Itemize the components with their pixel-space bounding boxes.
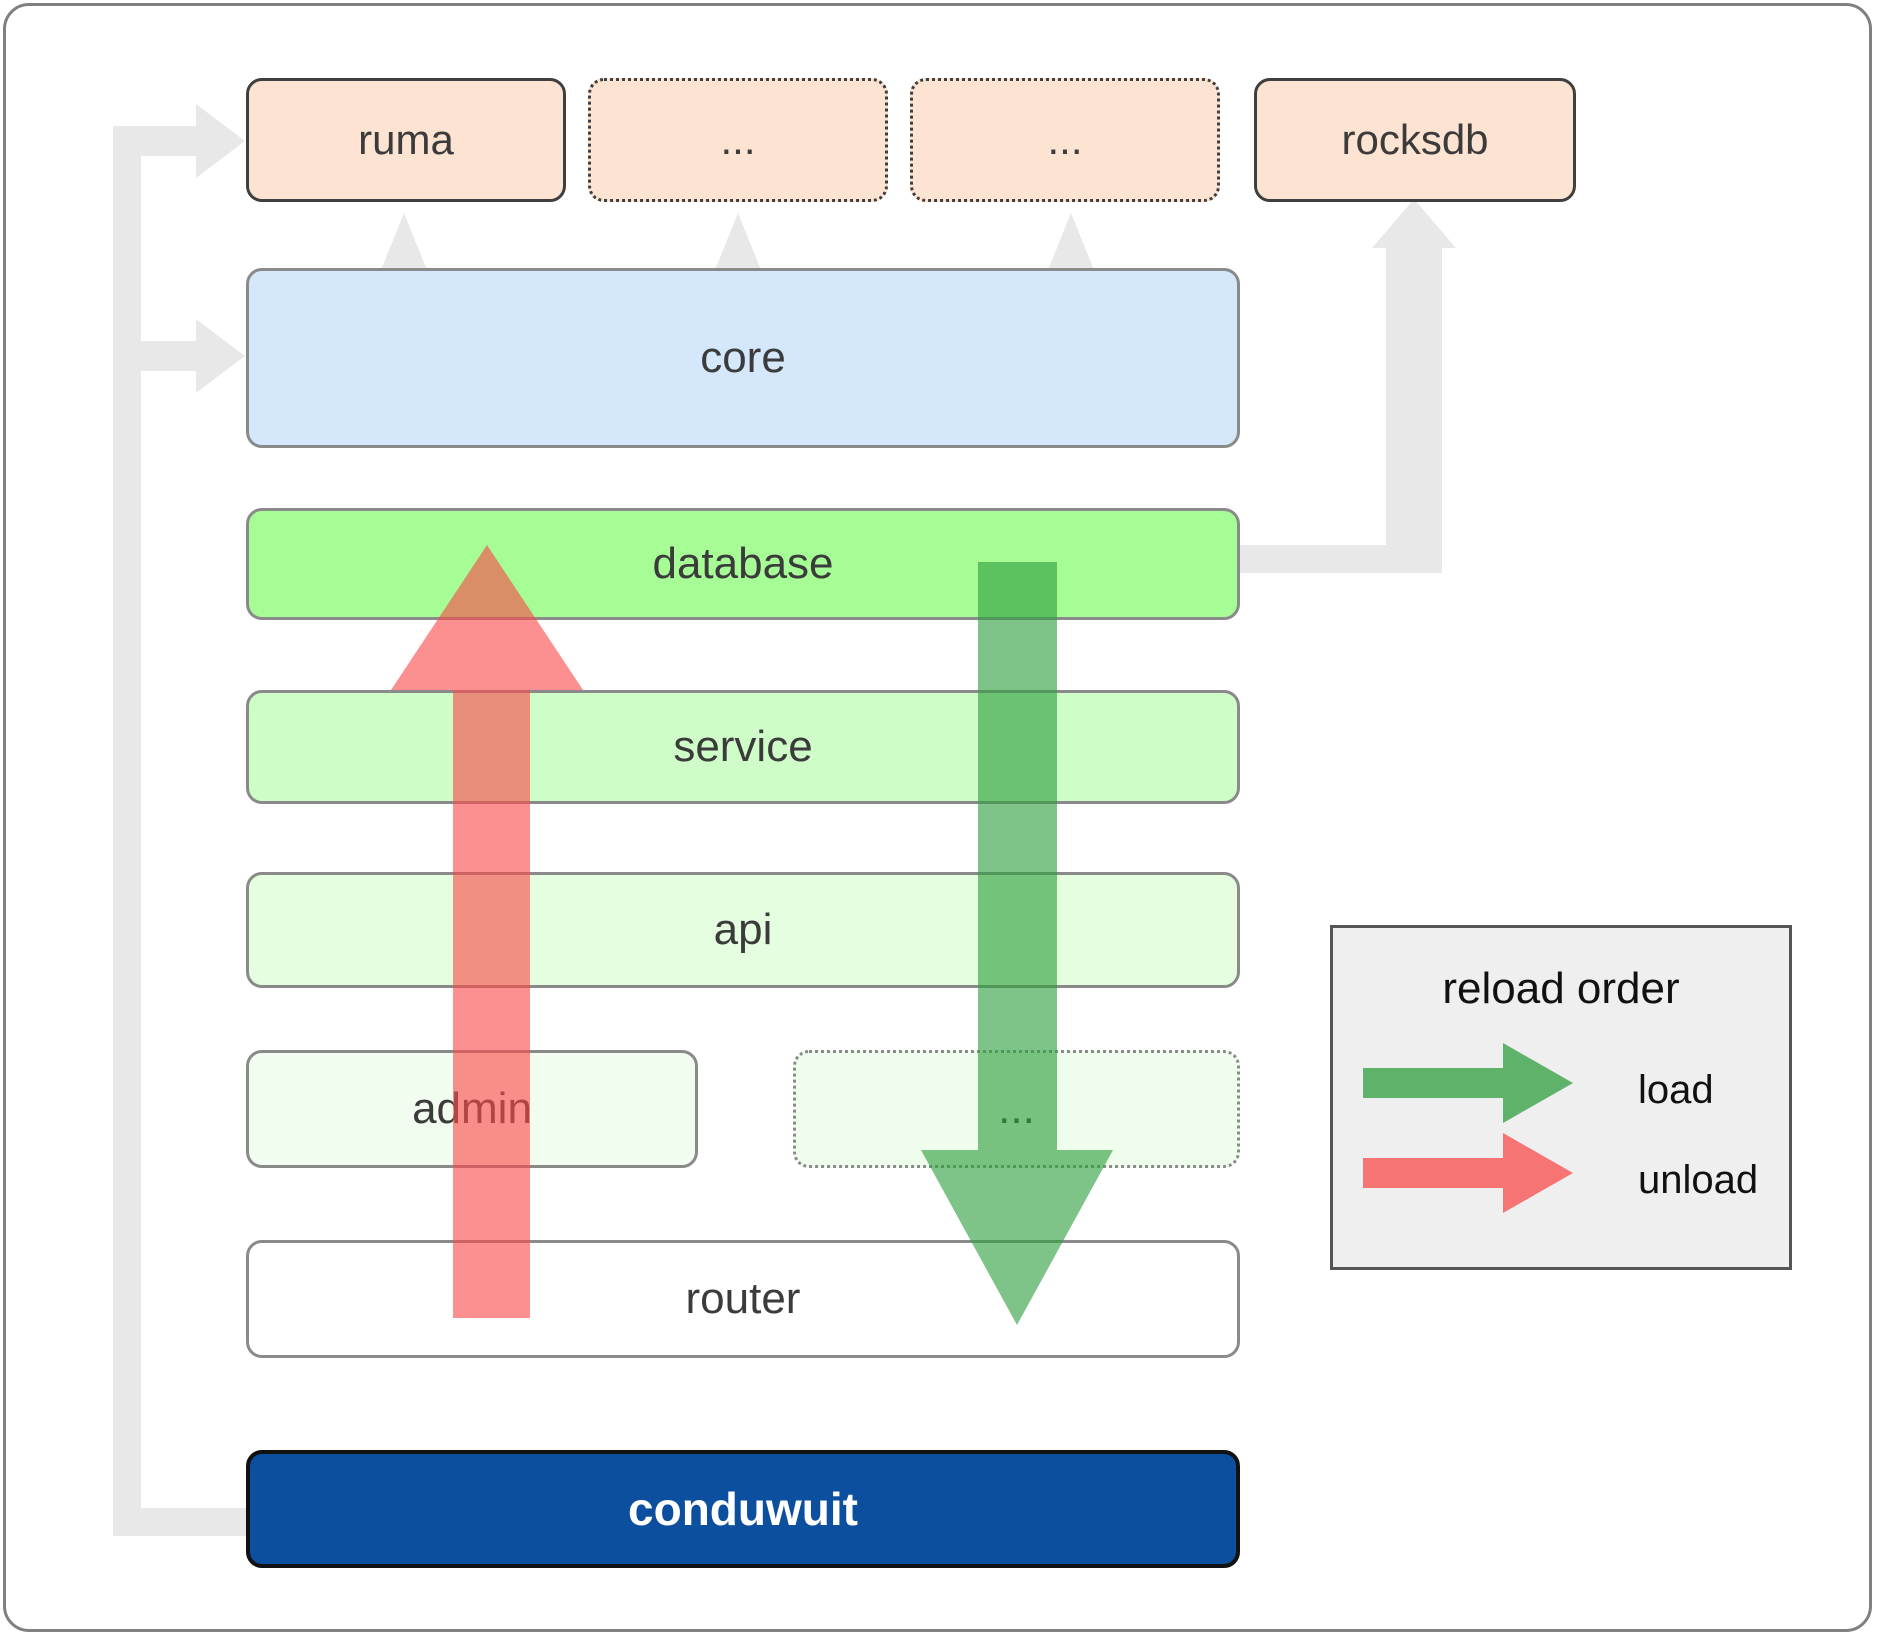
diagram-frame xyxy=(3,3,1872,1632)
legend-panel: reload order load unload xyxy=(1330,925,1792,1270)
dependency-box-ruma[interactable]: ruma xyxy=(246,78,566,202)
root-box-conduwuit[interactable]: conduwuit xyxy=(246,1450,1240,1568)
layer-box-ellipsis[interactable]: ... xyxy=(793,1050,1240,1168)
dependency-label: ... xyxy=(720,116,756,163)
root-label: conduwuit xyxy=(628,1483,858,1535)
layer-label: ... xyxy=(998,1084,1035,1133)
legend-label-load: load xyxy=(1638,1068,1714,1112)
legend-load-arrow-icon xyxy=(1363,1043,1573,1123)
layer-box-database[interactable]: database xyxy=(246,508,1240,620)
layer-label: core xyxy=(700,333,786,382)
layer-label: api xyxy=(713,905,773,954)
dependency-label: ruma xyxy=(358,116,454,163)
dependency-box-ellipsis-1[interactable]: ... xyxy=(588,78,888,202)
dependency-label: ... xyxy=(1047,116,1083,163)
layer-label: admin xyxy=(412,1084,532,1133)
layer-box-router[interactable]: router xyxy=(246,1240,1240,1358)
layer-box-api[interactable]: api xyxy=(246,872,1240,988)
dependency-box-ellipsis-2[interactable]: ... xyxy=(910,78,1220,202)
layer-label: database xyxy=(652,539,834,588)
layer-label: router xyxy=(685,1274,801,1323)
dependency-box-rocksdb[interactable]: rocksdb xyxy=(1254,78,1576,202)
layer-box-admin[interactable]: admin xyxy=(246,1050,698,1168)
layer-label: service xyxy=(673,722,813,771)
legend-title: reload order xyxy=(1442,964,1680,1013)
layer-box-service[interactable]: service xyxy=(246,690,1240,804)
layer-box-core[interactable]: core xyxy=(246,268,1240,448)
dependency-label: rocksdb xyxy=(1341,116,1489,163)
legend-unload-arrow-icon xyxy=(1363,1133,1573,1213)
legend-label-unload: unload xyxy=(1638,1158,1759,1202)
